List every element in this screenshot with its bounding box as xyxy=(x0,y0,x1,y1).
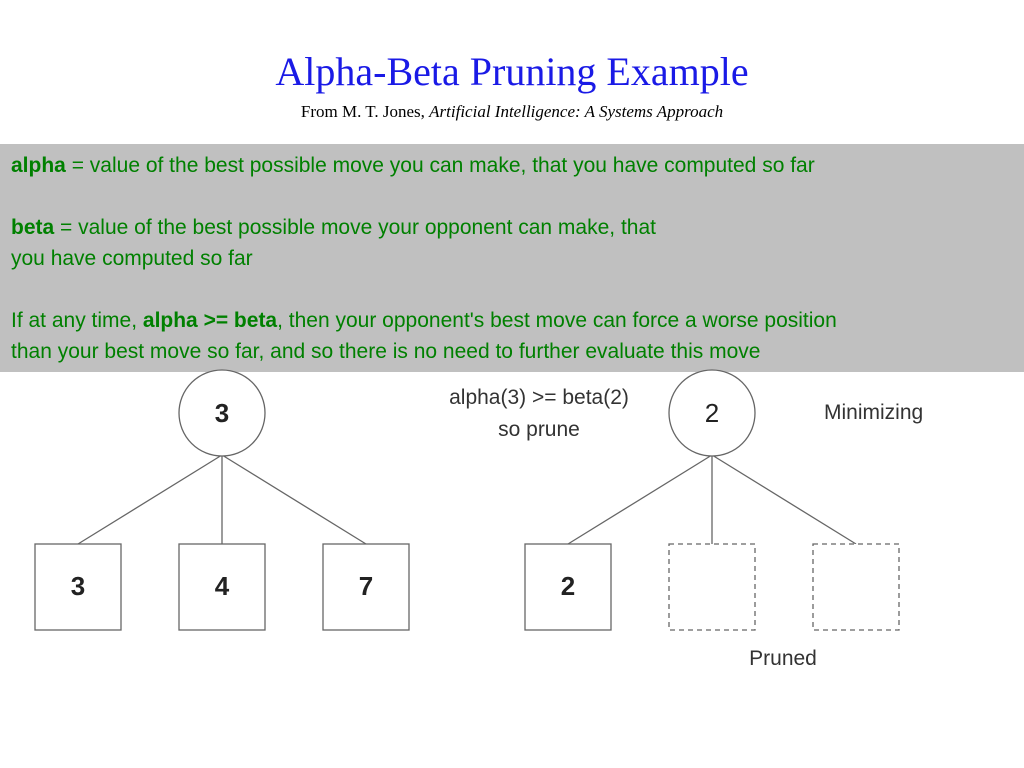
left-root-value: 3 xyxy=(215,398,229,428)
minimizing-label: Minimizing xyxy=(824,401,923,424)
beta-text-1: = value of the best possible move your o… xyxy=(54,216,656,239)
left-edge-3 xyxy=(221,454,367,545)
left-leaf-2-value: 4 xyxy=(215,571,230,601)
beta-term: beta xyxy=(11,216,55,239)
right-leaf-2-pruned xyxy=(668,543,756,631)
right-leaf-1 xyxy=(524,543,612,631)
left-leaf-1-value: 3 xyxy=(71,571,85,601)
pruning-rule: If at any time, alpha >= beta, then your… xyxy=(11,308,837,334)
rule-prefix: If at any time, xyxy=(11,309,143,332)
left-root-node xyxy=(178,369,266,457)
beta-definition-cont: you have computed so far xyxy=(11,247,253,270)
right-root-node xyxy=(668,369,756,457)
right-leaf-3-pruned xyxy=(812,543,900,631)
alpha-text: = value of the best possible move you ca… xyxy=(65,154,815,177)
left-leaf-3-value: 7 xyxy=(359,571,373,601)
left-edge-1 xyxy=(77,454,223,545)
pruned-label: Pruned xyxy=(749,647,817,670)
rule-text-1: , then your opponent's best move can for… xyxy=(277,309,837,332)
rule-term: alpha >= beta xyxy=(142,309,278,332)
prune-action-label: so prune xyxy=(498,418,580,441)
slide-subtitle: From M. T. Jones, Artificial Intelligenc… xyxy=(0,101,1024,123)
prune-condition-label: alpha(3) >= beta(2) xyxy=(449,386,629,409)
right-edge-3 xyxy=(711,454,857,545)
left-leaf-2 xyxy=(178,543,266,631)
left-leaf-3 xyxy=(322,543,410,631)
right-leaf-1-value: 2 xyxy=(561,571,575,601)
subtitle-author: From M. T. Jones, xyxy=(300,102,430,121)
slide-title: Alpha-Beta Pruning Example xyxy=(275,49,749,94)
definitions-box: alpha = value of the best possible move … xyxy=(0,144,1024,372)
left-leaf-1 xyxy=(34,543,122,631)
subtitle-book: Artificial Intelligence: A Systems Appro… xyxy=(429,102,724,121)
pruning-rule-cont: than your best move so far, and so there… xyxy=(11,340,761,363)
beta-definition: beta = value of the best possible move y… xyxy=(11,215,656,241)
alpha-term: alpha xyxy=(11,154,66,177)
right-edge-1 xyxy=(567,454,713,545)
right-root-value: 2 xyxy=(705,398,719,428)
alpha-definition: alpha = value of the best possible move … xyxy=(11,153,815,179)
